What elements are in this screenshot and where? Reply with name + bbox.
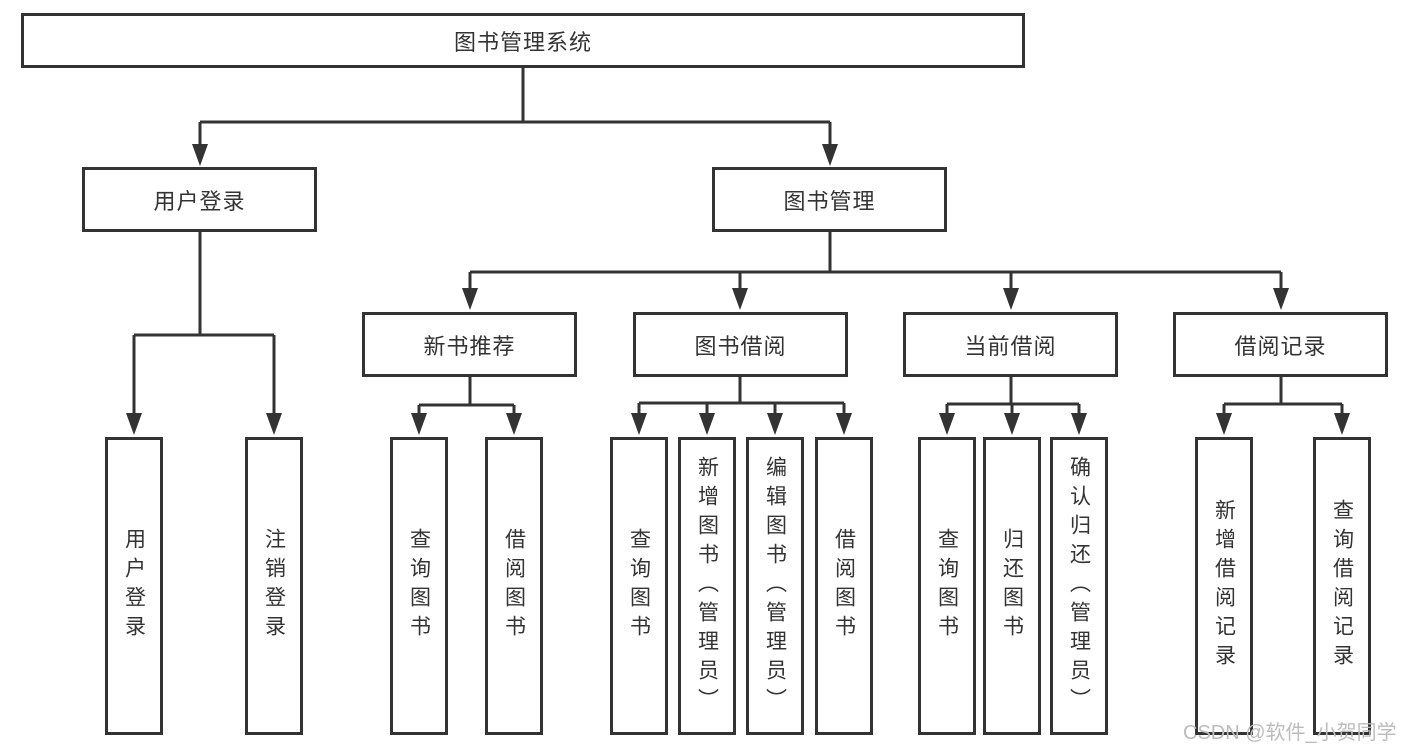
leaf-borrow-books-recommend: 借阅图书 [485,437,543,735]
watermark: CSDN @软件_小贺同学 [1183,722,1397,744]
node-book-management: 图书管理 [712,167,947,232]
node-borrowing-records: 借阅记录 [1173,312,1388,377]
node-library-management-system: 图书管理系统 [21,13,1025,68]
leaf-edit-book-admin: 编辑图书（管理员） [746,437,804,735]
leaf-query-borrow-record: 查询借阅记录 [1313,437,1371,735]
leaf-borrow-books-borrowing: 借阅图书 [815,437,873,735]
leaf-query-books-recommend: 查询图书 [390,437,448,735]
node-book-borrowing: 图书借阅 [633,312,848,377]
leaf-logout: 注销登录 [245,437,303,735]
leaf-query-books-borrowing: 查询图书 [610,437,668,735]
leaf-confirm-return-admin: 确认归还（管理员） [1050,437,1108,735]
leaf-return-book: 归还图书 [983,437,1041,735]
node-current-borrowing: 当前借阅 [903,312,1118,377]
leaf-add-book-admin: 新增图书（管理员） [678,437,736,735]
leaf-user-login: 用户登录 [105,437,163,735]
node-new-book-recommendation: 新书推荐 [362,312,577,377]
node-user-login: 用户登录 [82,167,317,232]
leaf-query-books-current: 查询图书 [918,437,976,735]
leaf-add-borrow-record: 新增借阅记录 [1195,437,1253,735]
